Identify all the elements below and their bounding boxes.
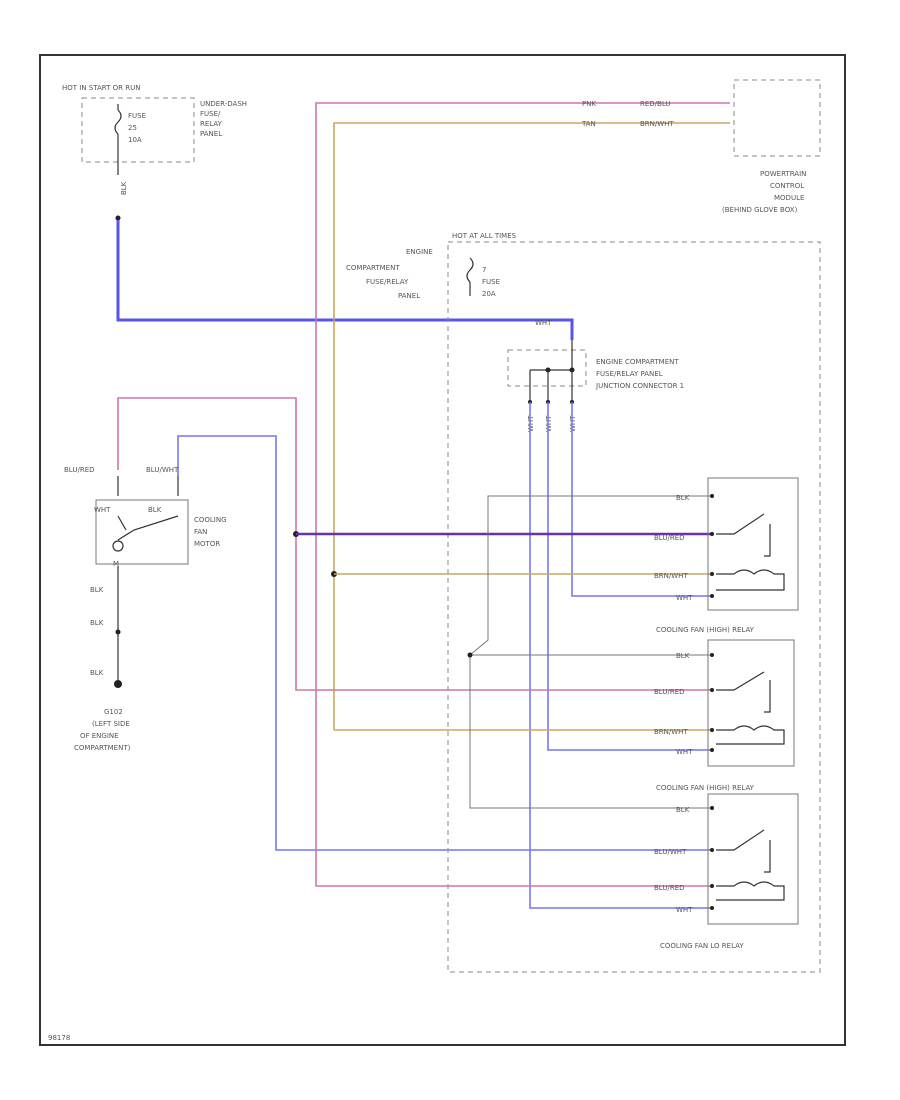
motor-label-l3: MOTOR — [194, 540, 220, 548]
relay1-label: COOLING FAN (HIGH) RELAY — [656, 626, 755, 634]
motor-pin-m: M — [113, 560, 119, 568]
engine-panel-l4: PANEL — [398, 292, 420, 300]
motor-label-l1: COOLING — [194, 516, 227, 524]
motor-wire-blu-red — [117, 397, 712, 691]
jc-wire-2 — [547, 402, 712, 751]
pcm-label-l1: POWERTRAIN — [760, 170, 806, 178]
motor-wire-left-color: BLU/RED — [64, 466, 95, 474]
pcm-wire-tan — [333, 122, 730, 730]
fuse-7-symbol — [466, 257, 474, 283]
motor-pin-left: WHT — [94, 506, 111, 514]
motor-label-l2: FAN — [194, 528, 207, 536]
diagram-frame — [39, 54, 846, 1046]
relay2-pin-4: WHT — [676, 748, 693, 756]
junction-label-l2: FUSE/RELAY PANEL — [596, 370, 663, 378]
relay3-pin-1: BLK — [676, 806, 690, 814]
ground-label-l4: COMPARTMENT) — [74, 744, 131, 752]
ground-wire-3: BLK — [90, 669, 104, 677]
relay2-coil — [716, 725, 785, 745]
pcm-pin-top-color: RED/BLU — [640, 100, 671, 108]
engine-panel-box — [447, 241, 821, 973]
fuse-25-label: FUSE — [128, 112, 146, 120]
ground-label-l3: OF ENGINE — [80, 732, 119, 740]
jc-wire-3 — [571, 402, 712, 597]
relay2-pin-3: BRN/WHT — [654, 728, 688, 736]
jc-wire-1 — [529, 402, 712, 909]
fuse-25-symbol — [114, 109, 122, 135]
junction-connector-box — [507, 349, 587, 387]
pcm-pin-top-code: PNK — [582, 100, 596, 108]
motor-wire-blu-wht — [177, 435, 712, 851]
junction-label-l1: ENGINE COMPARTMENT — [596, 358, 679, 366]
relay1-pin-4: WHT — [676, 594, 693, 602]
relay3-pin-4: WHT — [676, 906, 693, 914]
pcm-label-l3: MODULE — [774, 194, 804, 202]
junction-label-l3: JUNCTION CONNECTOR 1 — [595, 382, 684, 390]
wire-pink-relay3 — [315, 620, 712, 887]
fuse-25-amps: 10A — [128, 136, 142, 144]
relay-ground-bus — [469, 495, 712, 809]
engine-panel-l3: FUSE/RELAY — [366, 278, 409, 286]
hot-in-start-label: HOT IN START OR RUN — [62, 84, 140, 92]
relay1-coil — [716, 569, 785, 591]
cooling-fan-motor-box — [95, 499, 189, 565]
fuse-7-amps: 20A — [482, 290, 496, 298]
fuse-7-number: 7 — [482, 266, 486, 274]
relay1-pin-1: BLK — [676, 494, 690, 502]
ground-point — [114, 680, 122, 688]
relay1-box — [707, 477, 799, 611]
relay3-switch — [716, 829, 771, 873]
relay2-switch — [716, 671, 771, 713]
relay3-coil — [716, 881, 785, 901]
motor-pin-right: BLK — [148, 506, 162, 514]
underdash-panel-l3: RELAY — [200, 120, 223, 128]
relay1-pin-2: BLU/RED — [654, 534, 685, 542]
ground-label-l2: (LEFT SIDE — [92, 720, 130, 728]
relay3-pin-3: BLU/RED — [654, 884, 685, 892]
jc-wire-3-label: WHT — [569, 415, 577, 432]
pcm-box — [733, 79, 821, 157]
relay3-label: COOLING FAN LO RELAY — [660, 942, 744, 950]
motor-terminal — [112, 540, 124, 552]
underdash-panel-l1: UNDER-DASH — [200, 100, 247, 108]
motor-symbol — [117, 515, 179, 541]
engine-hot-label: HOT AT ALL TIMES — [452, 232, 517, 240]
relay2-label: COOLING FAN (HIGH) RELAY — [656, 784, 755, 792]
relay1-pin-3: BRN/WHT — [654, 572, 688, 580]
relay2-pin-1: BLK — [676, 652, 690, 660]
pcm-wire-pnk — [315, 102, 730, 620]
jc-wire-2-label: WHT — [545, 415, 553, 432]
fuse-wire-label: BLK — [120, 181, 128, 195]
underdash-fuse-box — [81, 97, 195, 163]
underdash-panel-l4: PANEL — [200, 130, 222, 138]
blu-feed-wire — [116, 220, 574, 340]
ground-wire-2: BLK — [90, 619, 104, 627]
relay3-pin-2: BLU/WHT — [654, 848, 687, 856]
pcm-label-l4: (BEHIND GLOVE BOX) — [722, 206, 798, 214]
fuse-25-number: 25 — [128, 124, 137, 132]
pcm-pin-bot-code: TAN — [581, 120, 596, 128]
relay2-pin-2: BLU/RED — [654, 688, 685, 696]
junction-feed-label: WHT — [535, 319, 552, 327]
fuse-7-label: FUSE — [482, 278, 500, 286]
engine-panel-l2: COMPARTMENT — [346, 264, 400, 272]
ground-wire-1: BLK — [90, 586, 104, 594]
pcm-pin-bot-color: BRN/WHT — [640, 120, 674, 128]
pcm-label-l2: CONTROL — [770, 182, 804, 190]
engine-panel-l1: ENGINE — [406, 248, 433, 256]
relay1-switch — [716, 513, 771, 557]
motor-wire-right-color: BLU/WHT — [146, 466, 179, 474]
underdash-panel-l2: FUSE/ — [200, 110, 221, 118]
relay3-box — [707, 793, 799, 925]
relay2-box — [707, 639, 795, 767]
ground-label-l1: G102 — [104, 708, 123, 716]
footer-id: 98178 — [48, 1034, 70, 1042]
jc-wire-1-label: WHT — [527, 415, 535, 432]
